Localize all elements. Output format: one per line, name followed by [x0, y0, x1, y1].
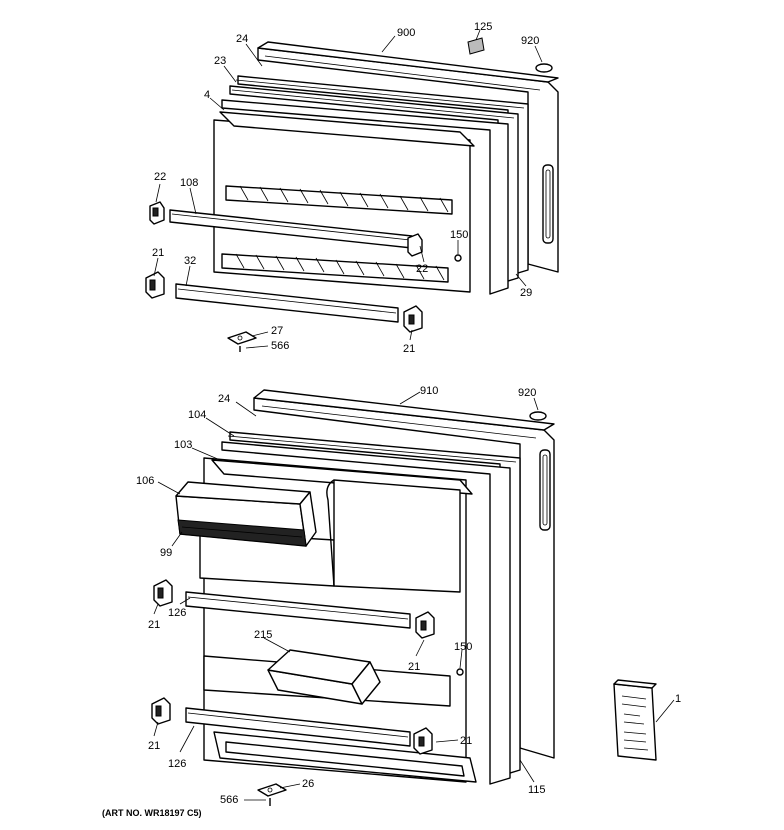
upper-outer-door-top-edge: [257, 41, 559, 83]
label-21-right-lower: 21: [460, 735, 472, 747]
upper-bracket-22-right: [407, 233, 423, 257]
label-126-upper: 126: [168, 607, 186, 619]
label-29: 29: [520, 287, 532, 299]
label-150-upper: 150: [450, 229, 468, 241]
upper-door-assembly: [145, 37, 559, 352]
label-125: 125: [474, 21, 492, 33]
upper-callouts: 900 125 920 24 23 4 22 108 21 32 150 22 …: [152, 21, 543, 355]
label-150-lower: 150: [454, 641, 472, 653]
lower-outer-door-top-edge: [253, 389, 555, 431]
lower-gasket-103: [221, 441, 511, 785]
art-number: (ART NO. WR18197 C5): [102, 808, 202, 818]
cap-125: [467, 37, 485, 55]
upper-screw-150: [454, 254, 462, 262]
label-566-upper: 566: [271, 340, 289, 352]
label-27: 27: [271, 325, 283, 337]
label-910: 910: [420, 385, 438, 397]
label-115: 115: [528, 784, 546, 796]
label-21-left-lower: 21: [148, 740, 160, 752]
label-22-left: 22: [154, 171, 166, 183]
label-24-lower: 24: [218, 393, 230, 405]
lower-shelf-bar-126-upper: [185, 591, 411, 629]
dairy-hinge-99: [177, 519, 307, 547]
label-1: 1: [675, 693, 681, 705]
label-21-left: 21: [152, 247, 164, 259]
label-103: 103: [174, 439, 192, 451]
label-22-right: 22: [416, 263, 428, 275]
label-126-lower: 126: [168, 758, 186, 770]
label-99: 99: [160, 547, 172, 559]
label-24: 24: [236, 33, 248, 45]
lower-screw-150: [456, 668, 464, 676]
label-566-lower: 566: [220, 794, 238, 806]
label-21-right-upper: 21: [408, 661, 420, 673]
upper-liner-top-lip: [219, 111, 475, 147]
label-21-left-upper: 21: [148, 619, 160, 631]
label-104: 104: [188, 409, 206, 421]
lower-callouts: 910 920 24 104 103 106 99 21 126 215 21 …: [136, 385, 681, 806]
upper-shelf-grille-2: [221, 253, 449, 283]
label-106: 106: [136, 475, 154, 487]
lower-upper-compartment-right: [333, 479, 461, 593]
upper-plug-920: [535, 63, 553, 73]
lower-handle-slot: [539, 449, 551, 531]
label-215: 215: [254, 629, 272, 641]
lower-shelf-bar-126-lower: [185, 707, 411, 747]
lower-plug-920: [529, 411, 547, 421]
upper-shelf-bar-32: [175, 283, 399, 323]
lower-outer-door-panel: [253, 397, 555, 759]
manual-booklet-1: [613, 679, 657, 761]
lower-door-assembly: [151, 389, 657, 806]
label-32: 32: [184, 255, 196, 267]
label-4: 4: [204, 89, 210, 101]
label-108: 108: [180, 177, 198, 189]
upper-shelf-grille-1: [225, 185, 453, 215]
label-26: 26: [302, 778, 314, 790]
label-23: 23: [214, 55, 226, 67]
upper-handle-slot: [542, 164, 554, 244]
label-21-right: 21: [403, 343, 415, 355]
label-920-lower: 920: [518, 387, 536, 399]
label-920: 920: [521, 35, 539, 47]
label-900: 900: [397, 27, 415, 39]
